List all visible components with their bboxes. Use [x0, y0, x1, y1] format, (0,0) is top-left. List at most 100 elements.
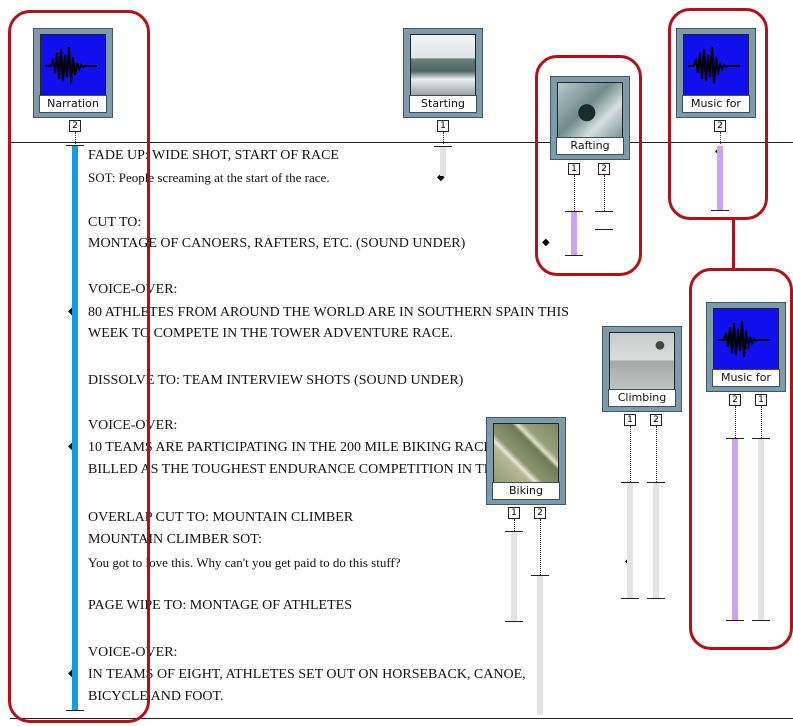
narration-track-bar[interactable]: [72, 145, 78, 710]
script-line[interactable]: WEEK TO COMPETE IN THE TOWER ADVENTURE R…: [88, 326, 454, 341]
tile-label: Narration: [39, 95, 107, 113]
track-connector: [656, 426, 657, 482]
track-connector: [630, 426, 631, 482]
music-2-track-bar-ch2[interactable]: [732, 438, 738, 620]
script-line[interactable]: You got to love this. Why can't you get …: [88, 555, 401, 570]
sync-marker-icon[interactable]: ◆: [68, 669, 76, 679]
media-tile-narration[interactable]: Narration: [33, 28, 113, 118]
climbing-track-bar-ch1[interactable]: [627, 482, 633, 598]
script-line[interactable]: VOICE-OVER:: [88, 418, 178, 433]
audio-waveform-icon: [683, 34, 749, 96]
tile-label: Climbing: [608, 389, 676, 407]
climbing-track-bar-ch2[interactable]: [653, 482, 659, 598]
sync-marker-icon[interactable]: ◆: [68, 307, 76, 317]
track-start-cap: [595, 211, 613, 212]
highlight-narration: [8, 10, 150, 723]
script-line[interactable]: PAGE WIPE TO: MONTAGE OF ATHLETES: [88, 598, 352, 613]
track-end-cap: [66, 710, 84, 711]
surf-rocks-thumbnail: [410, 34, 476, 96]
script-line[interactable]: MOUNTAIN CLIMBER SOT:: [88, 532, 262, 547]
track-start-cap: [66, 145, 84, 146]
starting-track-bar[interactable]: [440, 146, 446, 176]
channel-selector[interactable]: 1: [755, 394, 767, 406]
script-line[interactable]: BICYCLE AND FOOT.: [88, 689, 224, 704]
track-start-cap: [726, 438, 744, 439]
track-start-cap: [531, 575, 549, 576]
sync-marker-icon[interactable]: ◆: [68, 442, 76, 452]
track-connector: [75, 132, 76, 144]
tile-label: Music for: [712, 369, 780, 387]
channel-selector[interactable]: 2: [650, 414, 662, 426]
timeline-bottom-divider: [10, 718, 793, 719]
tile-label: Starting: [409, 95, 477, 113]
channel-selector[interactable]: 2: [714, 120, 726, 132]
channel-selector[interactable]: 2: [729, 394, 741, 406]
script-line[interactable]: DISSOLVE TO: TEAM INTERVIEW SHOTS (SOUND…: [88, 373, 464, 388]
track-end-cap: [505, 621, 523, 622]
music-1-track-bar[interactable]: [717, 146, 723, 210]
media-tile-music-1[interactable]: Music for: [676, 28, 756, 118]
media-tile-rafting[interactable]: Rafting: [550, 76, 630, 160]
sync-marker-icon[interactable]: ◆: [437, 172, 445, 183]
media-tile-starting[interactable]: Starting: [403, 28, 483, 118]
script-line[interactable]: 10 TEAMS ARE PARTICIPATING IN THE 200 MI…: [88, 440, 528, 455]
channel-selector[interactable]: 2: [534, 507, 546, 519]
sync-marker-icon[interactable]: ◆: [542, 237, 550, 248]
script-line[interactable]: OVERLAP CUT TO: MOUNTAIN CLIMBER: [88, 510, 354, 525]
track-end-cap: [565, 255, 583, 256]
channel-selector[interactable]: 2: [69, 120, 81, 132]
script-line[interactable]: VOICE-OVER:: [88, 282, 178, 297]
script-line[interactable]: CUT TO:: [88, 215, 142, 230]
track-connector: [574, 175, 575, 211]
track-end-cap: [726, 620, 744, 621]
media-tile-biking[interactable]: Biking: [486, 417, 566, 505]
track-connector: [443, 132, 444, 144]
track-start-cap: [621, 482, 639, 483]
track-connector: [720, 132, 721, 144]
track-connector: [540, 519, 541, 575]
track-end-cap: [647, 598, 665, 599]
channel-selector[interactable]: 1: [508, 507, 520, 519]
biking-track-bar-ch1[interactable]: [511, 531, 517, 621]
track-connector: [735, 406, 736, 438]
channel-selector[interactable]: 1: [624, 414, 636, 426]
track-connector: [604, 175, 605, 211]
track-start-cap: [434, 146, 452, 147]
track-connector: [761, 406, 762, 438]
tile-label: Rafting: [556, 137, 624, 155]
music-2-track-bar-ch1[interactable]: [758, 438, 764, 620]
biking-track-bar-ch2[interactable]: [537, 575, 543, 715]
script-line[interactable]: VOICE-OVER:: [88, 645, 178, 660]
track-start-cap: [505, 531, 523, 532]
timeline-top-divider: [10, 142, 793, 143]
media-tile-music-2[interactable]: Music for: [706, 302, 786, 392]
climbing-thumbnail: [609, 332, 675, 390]
track-end-cap: [595, 229, 613, 230]
script-line[interactable]: 80 ATHLETES FROM AROUND THE WORLD ARE IN…: [88, 305, 569, 320]
highlight-music-top: [668, 8, 768, 220]
audio-waveform-icon: [713, 308, 779, 370]
channel-selector[interactable]: 2: [598, 163, 610, 175]
tile-label: Music for: [682, 95, 750, 113]
media-tile-climbing[interactable]: Climbing: [602, 326, 682, 412]
script-line[interactable]: BILLED AS THE TOUGHEST ENDURANCE COMPETI…: [88, 462, 561, 477]
channel-selector[interactable]: 1: [568, 163, 580, 175]
script-line[interactable]: IN TEAMS OF EIGHT, ATHLETES SET OUT ON H…: [88, 667, 526, 682]
tile-label: Biking: [492, 482, 560, 500]
track-start-cap: [565, 211, 583, 212]
audio-waveform-icon: [40, 34, 106, 96]
script-line[interactable]: MONTAGE OF CANOERS, RAFTERS, ETC. (SOUND…: [88, 236, 466, 251]
track-end-cap: [752, 620, 770, 621]
track-start-cap: [647, 482, 665, 483]
channel-selector[interactable]: 1: [437, 120, 449, 132]
highlight-connector: [732, 218, 735, 270]
aerial-road-thumbnail: [493, 423, 559, 483]
highlight-music-right: [689, 268, 793, 650]
rafting-audio-track-bar[interactable]: [571, 211, 577, 255]
track-start-cap: [752, 438, 770, 439]
track-connector: [514, 519, 515, 531]
script-line[interactable]: FADE UP: WIDE SHOT, START OF RACE: [88, 148, 339, 163]
track-end-cap: [621, 598, 639, 599]
highlight-rafting: [535, 55, 642, 276]
track-end-cap: [711, 210, 729, 211]
